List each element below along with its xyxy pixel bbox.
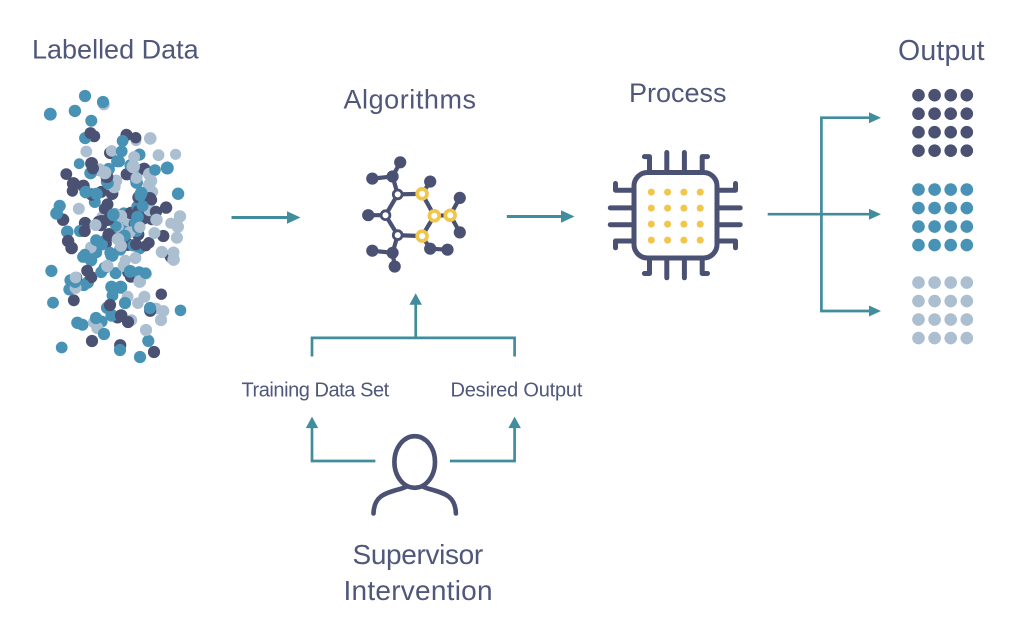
svg-text:Intervention: Intervention bbox=[344, 575, 493, 606]
svg-text:Algorithms: Algorithms bbox=[344, 85, 477, 115]
svg-text:Supervisor: Supervisor bbox=[353, 539, 483, 570]
svg-text:Process: Process bbox=[629, 78, 727, 108]
svg-text:Desired Output: Desired Output bbox=[451, 379, 583, 401]
svg-text:Labelled Data: Labelled Data bbox=[32, 34, 200, 64]
svg-text:Training Data Set: Training Data Set bbox=[242, 379, 390, 401]
svg-text:Output: Output bbox=[898, 35, 985, 67]
